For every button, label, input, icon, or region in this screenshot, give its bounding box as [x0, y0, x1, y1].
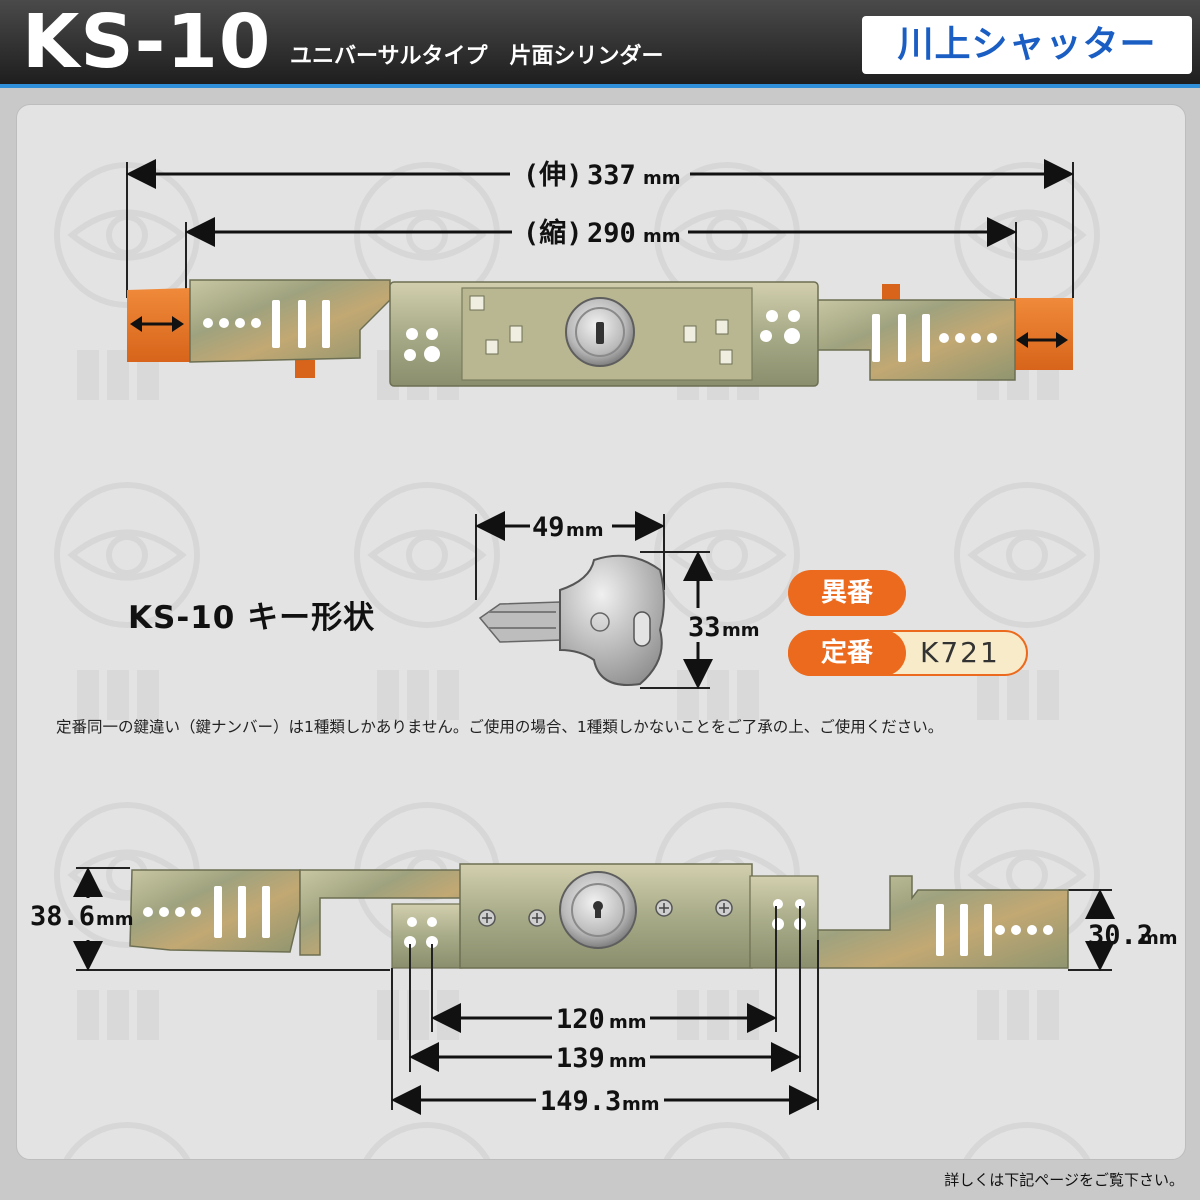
retracted-value: 290 [587, 218, 636, 249]
key-height-unit: mm [722, 620, 760, 641]
brand-badge: 川上シャッター [862, 16, 1192, 74]
extended-value: 337 [587, 160, 636, 191]
dim-149-value: 149.3 [540, 1086, 621, 1117]
retracted-label: (縮) [523, 217, 583, 249]
key-width-value: 49 [532, 512, 565, 543]
left-height-value: 38.6 [30, 901, 95, 932]
extended-unit: mm [643, 168, 681, 189]
header-bar: KS-10 ユニバーサルタイプ 片面シリンダー 川上シャッター [0, 0, 1200, 88]
extended-label: (伸) [523, 160, 583, 191]
model-title: KS-10 [22, 0, 272, 85]
left-height-unit: mm [96, 909, 134, 930]
key-height-value: 33 [688, 612, 721, 643]
retracted-unit: mm [643, 226, 681, 247]
notice-text: 定番同一の鍵違い（鍵ナンバー）は1種類しかありません。ご使用の場合、1種類しかな… [56, 718, 944, 736]
right-height-value: 30.2 [1088, 920, 1153, 951]
footer-note: 詳しくは下記ページをご覧下さい。 [944, 1171, 1184, 1189]
dim-139-unit: mm [609, 1051, 647, 1072]
bottom-lock-diagram [73, 863, 1115, 1115]
dim-139-value: 139 [556, 1043, 605, 1074]
standard-key-label: 定番 [788, 630, 906, 676]
top-lock-diagram [126, 159, 1074, 387]
header-stripe [0, 84, 1200, 88]
key-width-unit: mm [566, 520, 604, 541]
key-shape-title: KS-10 キー形状 [128, 600, 376, 636]
key-diagram [475, 511, 713, 689]
standard-key-number: K721 [920, 636, 1000, 669]
dim-120-value: 120 [556, 1004, 605, 1035]
standard-key-badge: 定番 K721 [788, 630, 1028, 676]
right-height-unit: mm [1140, 928, 1178, 949]
model-subtitle: ユニバーサルタイプ 片面シリンダー [290, 44, 664, 69]
different-key-badge: 異番 [788, 570, 906, 616]
dim-120-unit: mm [609, 1012, 647, 1033]
dim-149-unit: mm [622, 1094, 660, 1115]
